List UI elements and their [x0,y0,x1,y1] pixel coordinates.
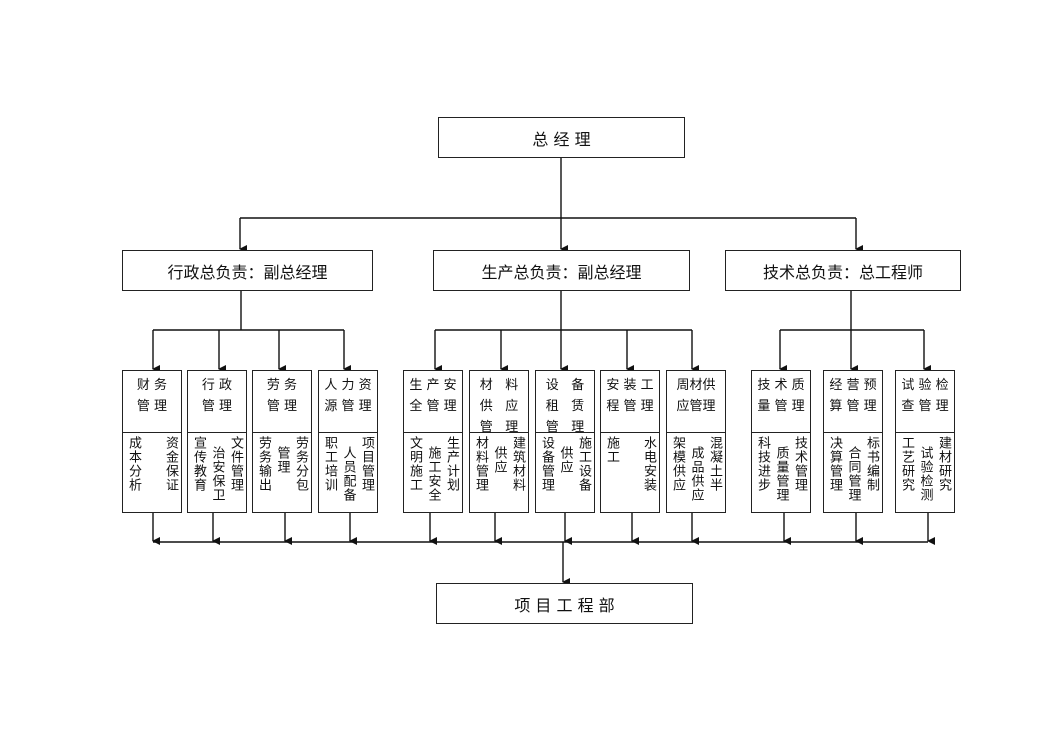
department-duties: 架模供应成品供应混凝土半 [667,433,725,513]
department-title: 设 备 租 赁 管 理 [536,371,594,435]
duty-item: 设备管理 [539,436,554,492]
duty-item: 文件管理 [228,436,243,492]
division-label: 技术总负责：总工程师 [762,262,923,282]
department-box: 劳 务 管 理劳务输出管理劳务分包 [252,370,312,513]
department-title: 财 务 管 理 [123,371,181,433]
duty-item: 混凝土半 [707,436,722,492]
duty-item: 技术管理 [792,436,807,492]
department-duties: 科技进步质量管理技术管理 [752,433,810,513]
department-box: 行 政 管 理宣传教育治安保卫文件管理 [187,370,247,513]
duty-item: 决算管理 [827,436,842,492]
duty-item: 科技进步 [755,436,770,492]
department-title: 安 装 工 程 管 理 [601,371,659,433]
department-duties: 施工 水电安装 [601,433,659,513]
division-label: 行政总负责：副总经理 [167,262,328,282]
department-duties: 材料管理供应建筑材料 [470,433,528,513]
duty-item: 质量管理 [773,446,789,502]
duty-item: 架模供应 [670,436,685,492]
duty-item: 水电安装 [641,436,656,492]
department-title: 人 力 资 源 管 理 [319,371,377,433]
department-box: 财 务 管 理成本分析 资金保证 [122,370,182,513]
division-label: 生产总负责：副总经理 [481,262,642,282]
department-box: 材 料 供 应 管 理材料管理供应建筑材料 [469,370,529,513]
department-title: 生 产 安 全 管 理 [404,371,462,433]
department-duties: 劳务输出管理劳务分包 [253,433,311,513]
duty-item: 施工安全 [425,446,441,502]
department-box: 设 备 租 赁 管 理设备管理供应施工设备 [535,370,595,513]
duty-item: 资金保证 [163,436,178,492]
general-manager-box: 总 经 理 [438,117,685,158]
duty-item: 劳务分包 [293,436,308,492]
duty-item: 劳务输出 [256,436,271,492]
department-title: 劳 务 管 理 [253,371,311,433]
department-box: 安 装 工 程 管 理施工 水电安装 [600,370,660,513]
department-box: 周材供 应管理架模供应成品供应混凝土半 [666,370,726,513]
department-duties: 文明施工施工安全生产计划 [404,433,462,513]
department-box: 试 验 检 查 管 理工艺研究试验检测建材研究 [895,370,955,513]
department-duties: 决算管理合同管理标书编制 [824,433,882,513]
duty-item: 建筑材料 [510,436,525,492]
duty-item: 材料管理 [473,436,488,492]
duty-item: 施工设备 [576,436,591,492]
department-box: 生 产 安 全 管 理文明施工施工安全生产计划 [403,370,463,513]
department-duties: 宣传教育治安保卫文件管理 [188,433,246,513]
duty-item: 职工培训 [322,436,337,492]
department-title: 技 术 质 量 管 理 [752,371,810,433]
duty-item: 治安保卫 [209,446,225,502]
department-duties: 设备管理供应施工设备 [536,433,594,513]
duty-item: 供应 [491,446,507,474]
duty-item: 供应 [557,446,573,474]
department-title: 试 验 检 查 管 理 [896,371,954,433]
duty-item: 标书编制 [864,436,879,492]
duty-item: 成本分析 [126,436,141,492]
department-title: 材 料 供 应 管 理 [470,371,528,435]
department-duties: 成本分析 资金保证 [123,433,181,513]
duty-item: 项目管理 [359,436,374,492]
duty-item: 施工 [604,436,619,464]
duty-item: 建材研究 [936,436,951,492]
division-box-production: 生产总负责：副总经理 [433,250,690,291]
duty-item: 试验检测 [917,446,933,502]
duty-item: 工艺研究 [899,436,914,492]
department-title: 周材供 应管理 [667,371,725,433]
department-title: 经 营 预 算 管 理 [824,371,882,433]
division-box-admin: 行政总负责：副总经理 [122,250,373,291]
duty-item: 合同管理 [845,446,861,502]
department-title: 行 政 管 理 [188,371,246,433]
department-duties: 职工培训人员配备项目管理 [319,433,377,513]
duty-item: 宣传教育 [191,436,206,492]
duty-item: 文明施工 [407,436,422,492]
department-duties: 工艺研究试验检测建材研究 [896,433,954,513]
department-box: 经 营 预 算 管 理决算管理合同管理标书编制 [823,370,883,513]
duty-item: 人员配备 [340,446,356,502]
duty-item: 生产计划 [444,436,459,492]
duty-item: 管理 [274,446,290,474]
department-box: 人 力 资 源 管 理职工培训人员配备项目管理 [318,370,378,513]
department-box: 技 术 质 量 管 理科技进步质量管理技术管理 [751,370,811,513]
division-box-technical: 技术总负责：总工程师 [725,250,961,291]
project-department-label: 项 目 工 程 部 [514,595,615,615]
duty-item: 成品供应 [688,446,704,502]
general-manager-label: 总 经 理 [532,129,591,149]
project-department-box: 项 目 工 程 部 [436,583,693,624]
